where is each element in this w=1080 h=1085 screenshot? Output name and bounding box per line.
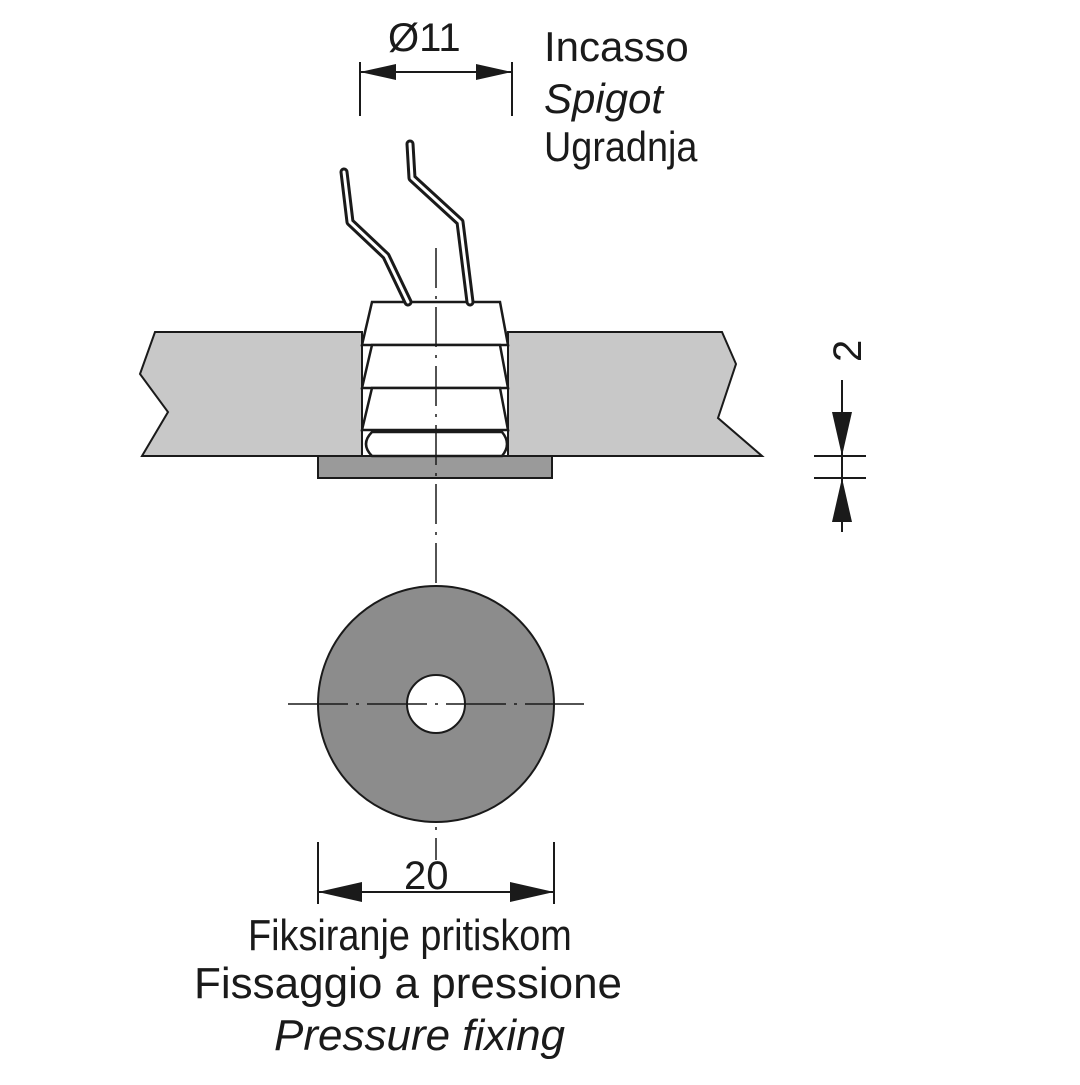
spigot-diameter-dimension xyxy=(359,62,513,116)
caption-bottom-italian: Fissaggio a pressione xyxy=(194,959,623,1008)
wires xyxy=(339,139,475,307)
caption-bottom-croatian: Fiksiranje pritiskom xyxy=(248,911,572,960)
wire-right-core xyxy=(408,142,472,304)
spigot-rib-1 xyxy=(360,300,510,347)
base-plate xyxy=(317,455,553,479)
disc-diameter-dimension xyxy=(317,842,555,904)
caption-bottom-english: Pressure fixing xyxy=(274,1011,566,1060)
thickness-label: 2 xyxy=(826,339,870,362)
wire-left-core xyxy=(342,170,410,304)
spigot xyxy=(360,300,510,458)
disc-diameter-label: 20 xyxy=(404,854,449,898)
spigot-rib-2 xyxy=(360,343,510,390)
spigot-diameter-label: Ø11 xyxy=(388,16,461,60)
panel-left xyxy=(138,331,363,457)
spigot-rib-3 xyxy=(360,386,510,432)
caption-top-croatian: Ugradnja xyxy=(544,123,698,170)
panel-right xyxy=(507,331,765,457)
caption-top-italian: Incasso xyxy=(544,23,689,70)
thickness-dimension xyxy=(814,380,866,532)
caption-top-english: Spigot xyxy=(544,75,664,122)
